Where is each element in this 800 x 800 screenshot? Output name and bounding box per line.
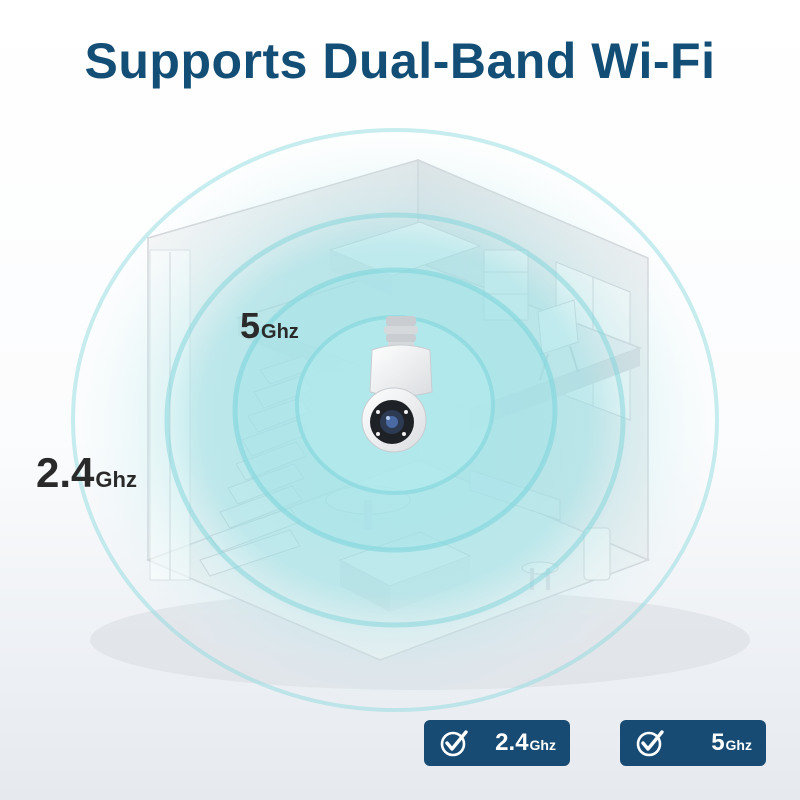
- label-24ghz: 2.4Ghz: [36, 452, 137, 494]
- badge-24ghz: 2.4Ghz: [424, 720, 570, 766]
- badge-24ghz-number: 2.4: [495, 729, 529, 756]
- label-24ghz-unit: Ghz: [95, 467, 137, 492]
- label-5ghz-number: 5: [240, 305, 261, 346]
- label-5ghz: 5Ghz: [240, 308, 299, 344]
- check-circle-icon: [636, 730, 664, 757]
- badge-24ghz-unit: Ghz: [529, 737, 556, 753]
- check-circle-icon: [440, 730, 468, 757]
- label-5ghz-unit: Ghz: [261, 321, 299, 343]
- badge-5ghz: 5Ghz: [620, 720, 766, 766]
- label-24ghz-number: 2.4: [36, 449, 95, 496]
- signal-ring-outer-edge: [71, 128, 719, 712]
- badge-24ghz-label: 2.4Ghz: [495, 731, 556, 755]
- badge-5ghz-label: 5Ghz: [711, 731, 752, 755]
- bulb-camera-icon: [361, 316, 433, 453]
- badge-5ghz-number: 5: [711, 729, 725, 756]
- badge-5ghz-unit: Ghz: [725, 737, 752, 753]
- page-title: Supports Dual-Band Wi-Fi: [84, 33, 716, 89]
